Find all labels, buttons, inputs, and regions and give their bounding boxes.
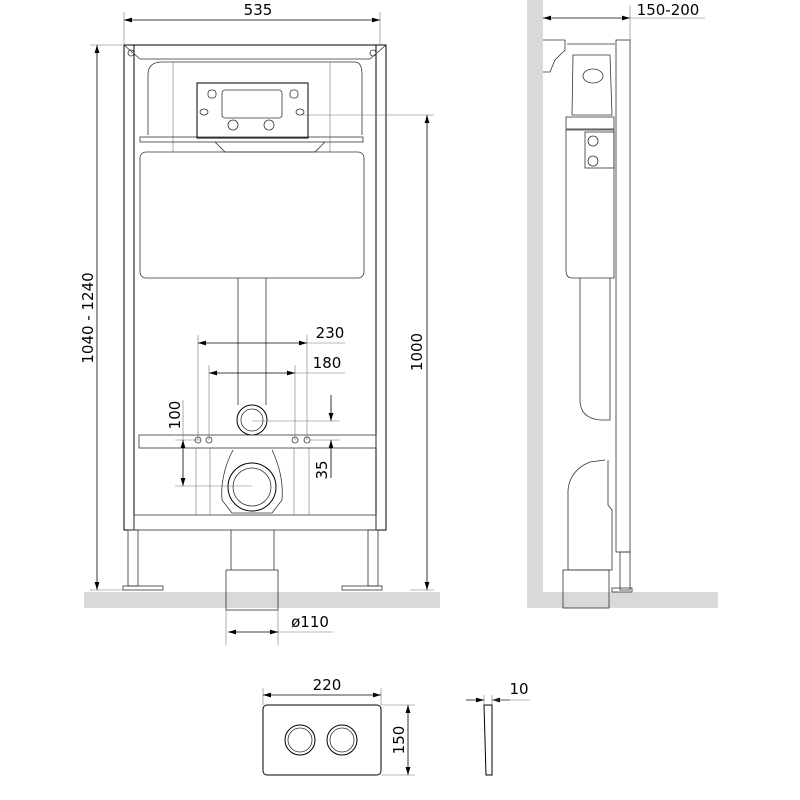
flush-button-large	[326, 724, 358, 756]
mount-hole-icon	[127, 49, 135, 57]
flush-button-small	[284, 724, 316, 756]
frame-post-right	[375, 44, 387, 531]
tank-top	[147, 61, 363, 135]
bolt-spacing-outer-label: 230	[316, 324, 345, 342]
flush-bracket	[196, 82, 309, 139]
tank-top-side	[571, 54, 613, 116]
side-view: 150-200	[527, 0, 718, 609]
inlet-pipe	[236, 404, 268, 436]
cistern-side	[565, 129, 615, 279]
wall	[527, 0, 543, 608]
frame-width-label: 535	[244, 1, 273, 19]
frame-post-left	[123, 44, 135, 531]
mount-hole-icon	[369, 49, 377, 57]
outlet-to-bolts-label: 100	[166, 401, 184, 430]
floor	[527, 592, 718, 608]
bolt-spacing-inner-label: 180	[313, 354, 342, 372]
floor	[84, 592, 440, 608]
frame-height-label: 1040 - 1240	[79, 272, 97, 363]
wall-depth-label: 150-200	[637, 1, 700, 19]
flush-plate-side: 10	[466, 680, 530, 776]
plate-width-label: 220	[313, 676, 342, 694]
inlet-to-bolts-label: 35	[313, 460, 331, 479]
outlet-diameter-label: ø110	[291, 613, 329, 631]
actuator-height-label: 1000	[408, 333, 426, 371]
front-view: 535 1040 - 1240 1000 230 180 100 35 ø110	[79, 1, 440, 645]
plate-thickness-label: 10	[509, 680, 528, 698]
plate-height-label: 150	[390, 726, 408, 755]
cistern	[139, 151, 365, 279]
crossbar	[138, 434, 377, 449]
outlet-pipe	[227, 462, 277, 512]
flush-plate-front: 220 150	[262, 676, 415, 776]
flush-plate	[262, 704, 382, 776]
